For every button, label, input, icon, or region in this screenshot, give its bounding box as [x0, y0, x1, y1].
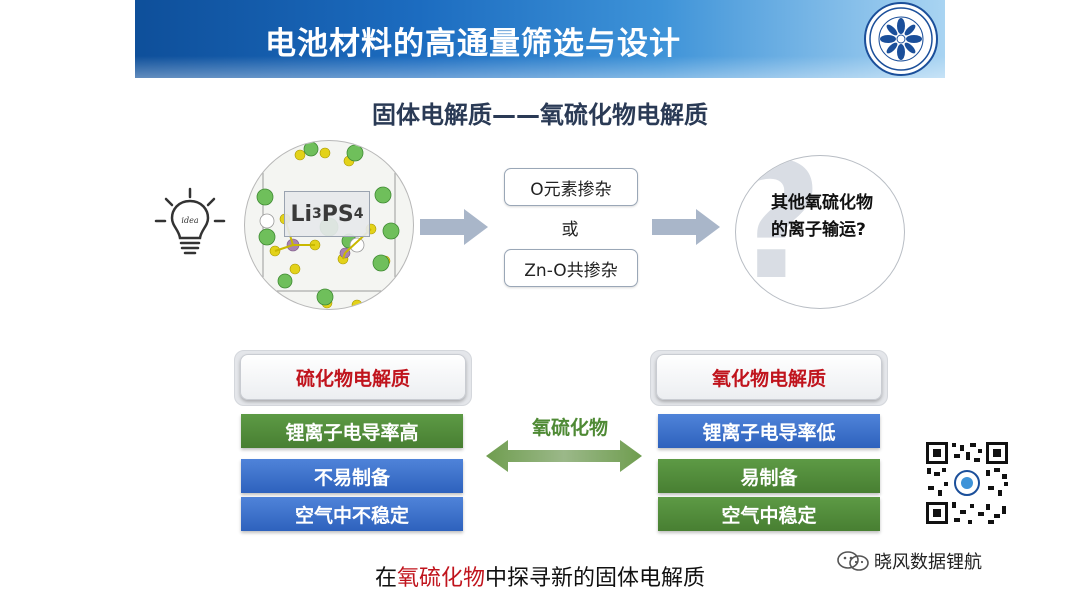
left-item: 空气中不稳定 [241, 497, 463, 531]
right-arrow-icon [420, 207, 490, 247]
question-mark-icon: ? [735, 155, 823, 309]
section-subtitle: 固体电解质——氧硫化物电解质 [372, 101, 708, 129]
qr-code-icon [924, 440, 1010, 526]
or-text: 或 [561, 220, 579, 240]
right-item: 易制备 [658, 459, 880, 493]
question-circle: ? 其他氧硫化物的离子输运? [735, 155, 905, 309]
formula-mid: PS [321, 201, 354, 227]
summary-highlight: 氧硫化物 [396, 566, 485, 591]
cas-emblem-icon [864, 2, 938, 76]
banner-wave [135, 56, 945, 78]
formula-base: Li [290, 201, 313, 227]
left-item: 不易制备 [241, 459, 463, 493]
sulfide-electrolyte-header: 硫化物电解质 [240, 354, 466, 400]
page-title: 电池材料的高通量筛选与设计 [265, 26, 681, 62]
double-arrow-icon [486, 438, 642, 474]
doping-option-o: O元素掺杂 [504, 168, 638, 206]
right-item: 空气中稳定 [658, 497, 880, 531]
summary-suffix: 中探寻新的固体电解质 [485, 566, 706, 591]
summary-prefix: 在 [374, 566, 397, 591]
formula-sub1: 3 [312, 206, 322, 222]
bottom-summary: 在氧硫化物中探寻新的固体电解质 [0, 560, 1080, 592]
svg-text:idea: idea [181, 216, 198, 225]
lightbulb-icon: idea [152, 185, 228, 261]
header-banner: 电池材料的高通量筛选与设计 [135, 0, 945, 78]
right-item: 锂离子电导率低 [658, 414, 880, 448]
watermark-text: 晓风数据锂航 [874, 552, 982, 573]
watermark: 晓风数据锂航 [836, 548, 982, 574]
formula-sub2: 4 [353, 206, 364, 222]
oxysulfide-label: 氧硫化物 [531, 417, 608, 439]
wechat-icon [836, 550, 870, 572]
left-item: 锂离子电导率高 [241, 414, 463, 448]
right-arrow-icon [652, 207, 722, 247]
question-text: 其他氧硫化物的离子输运? [771, 193, 873, 240]
oxide-electrolyte-header: 氧化物电解质 [656, 354, 882, 400]
doping-option-zn-o: Zn-O共掺杂 [504, 249, 638, 287]
